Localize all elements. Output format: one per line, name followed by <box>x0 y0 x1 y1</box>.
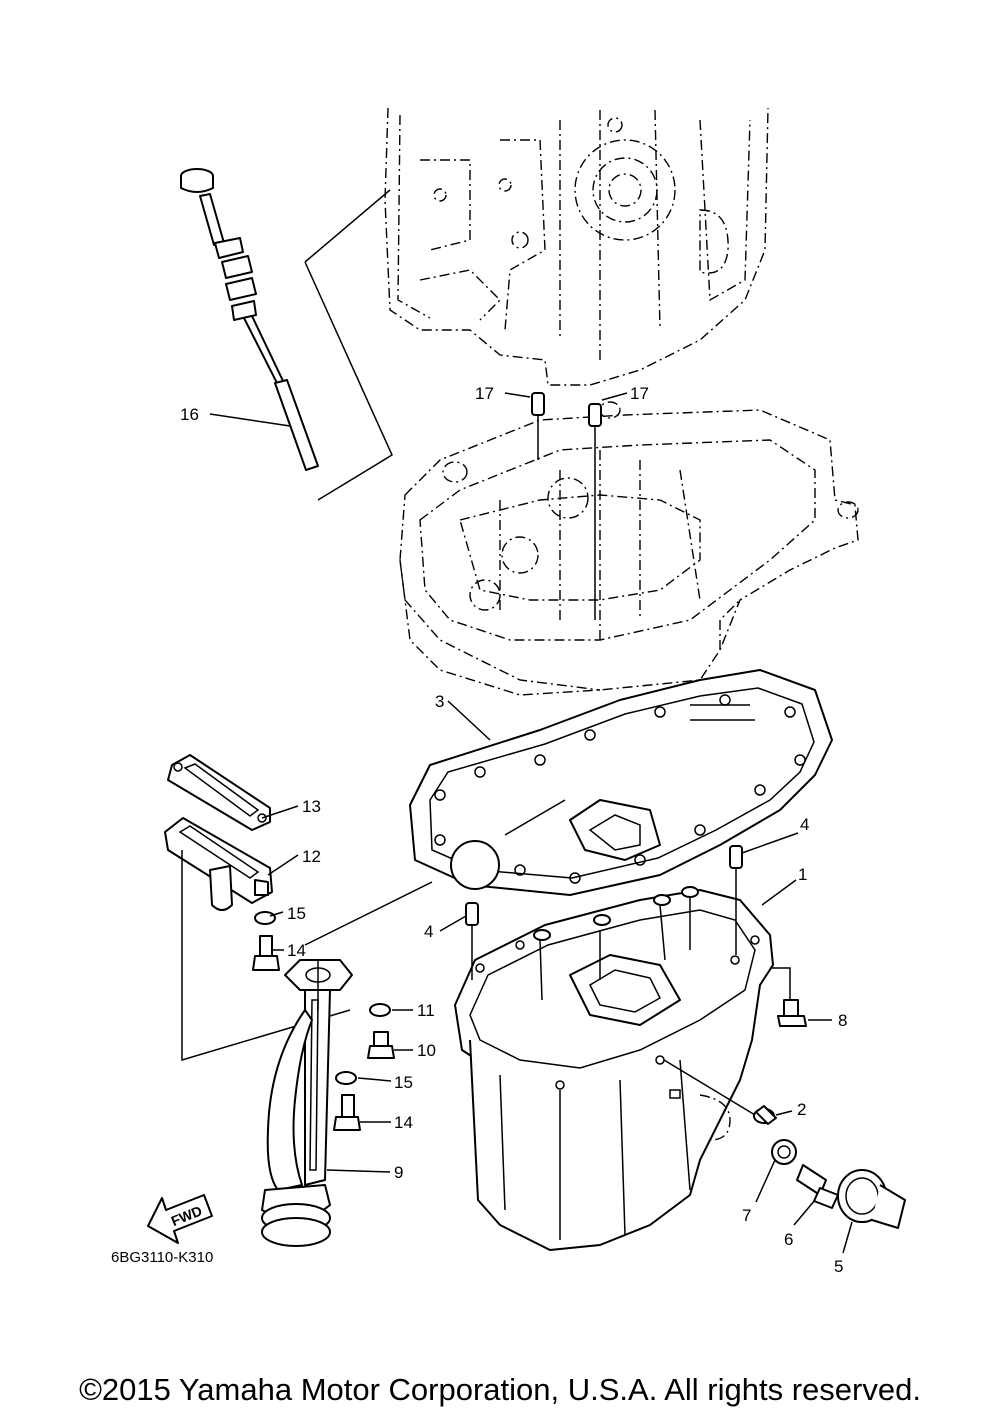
diagram-code: 6BG3110-K310 <box>111 1249 213 1266</box>
callout-10: 10 <box>417 1041 436 1060</box>
strainer-housing-12 <box>164 817 273 911</box>
oil-pan-gasket-3 <box>409 669 833 896</box>
callout-4a: 4 <box>424 922 433 941</box>
callout-labels: 16 17 17 3 13 12 15 14 11 10 15 14 9 4 4… <box>180 384 847 1276</box>
dowel-pins-17 <box>531 392 602 620</box>
callout-14a: 14 <box>287 941 306 960</box>
exploded-parts-diagram: FWD 16 17 17 3 13 12 15 14 11 10 <box>111 107 906 1276</box>
callout-6: 6 <box>784 1230 793 1249</box>
callout-13: 13 <box>302 797 321 816</box>
small-hardware <box>252 911 395 1131</box>
leader-lines <box>209 392 853 1254</box>
drain-assembly <box>663 1059 906 1229</box>
callout-11: 11 <box>417 1001 435 1020</box>
callout-15b: 15 <box>394 1073 413 1092</box>
oil-pan-1 <box>454 886 774 1251</box>
callout-1: 1 <box>798 865 807 884</box>
callout-12: 12 <box>302 847 321 866</box>
callout-4b: 4 <box>800 815 809 834</box>
callout-2: 2 <box>797 1100 806 1119</box>
engine-block-outline <box>384 107 769 386</box>
callout-15a: 15 <box>287 904 306 923</box>
copyright-notice: ©2015 Yamaha Motor Corporation, U.S.A. A… <box>79 1372 921 1407</box>
dipstick-16 <box>180 168 319 471</box>
forward-direction-arrow: FWD <box>147 1194 213 1244</box>
callout-16: 16 <box>180 405 199 424</box>
exhaust-guide-outline <box>399 401 859 696</box>
callout-17b: 17 <box>630 384 649 403</box>
callout-5: 5 <box>834 1257 843 1276</box>
callout-3: 3 <box>435 692 444 711</box>
oil-strainer-9 <box>261 959 353 1247</box>
callout-17a: 17 <box>475 384 494 403</box>
dowel-pins-4 <box>465 845 743 980</box>
callout-9: 9 <box>394 1163 403 1182</box>
callout-8: 8 <box>838 1011 847 1030</box>
callout-14b: 14 <box>394 1113 413 1132</box>
bolt-8 <box>770 967 807 1027</box>
callout-7: 7 <box>742 1206 751 1225</box>
strainer-gasket-13 <box>167 754 271 831</box>
dipstick-guide-lines <box>304 189 393 501</box>
